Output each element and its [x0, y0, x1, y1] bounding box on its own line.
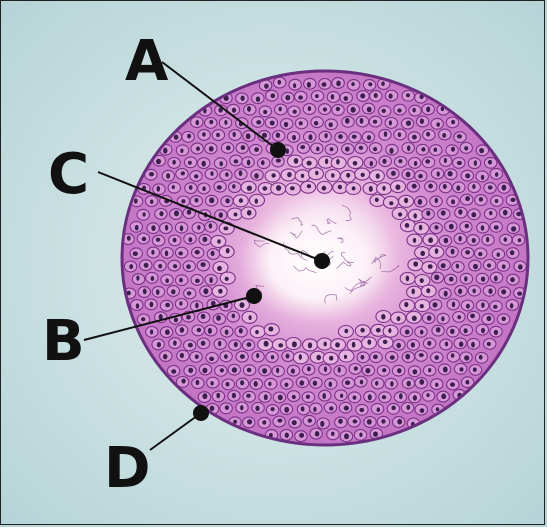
- figure-canvas: A C B D: [0, 0, 547, 527]
- figure-frame: [0, 0, 545, 525]
